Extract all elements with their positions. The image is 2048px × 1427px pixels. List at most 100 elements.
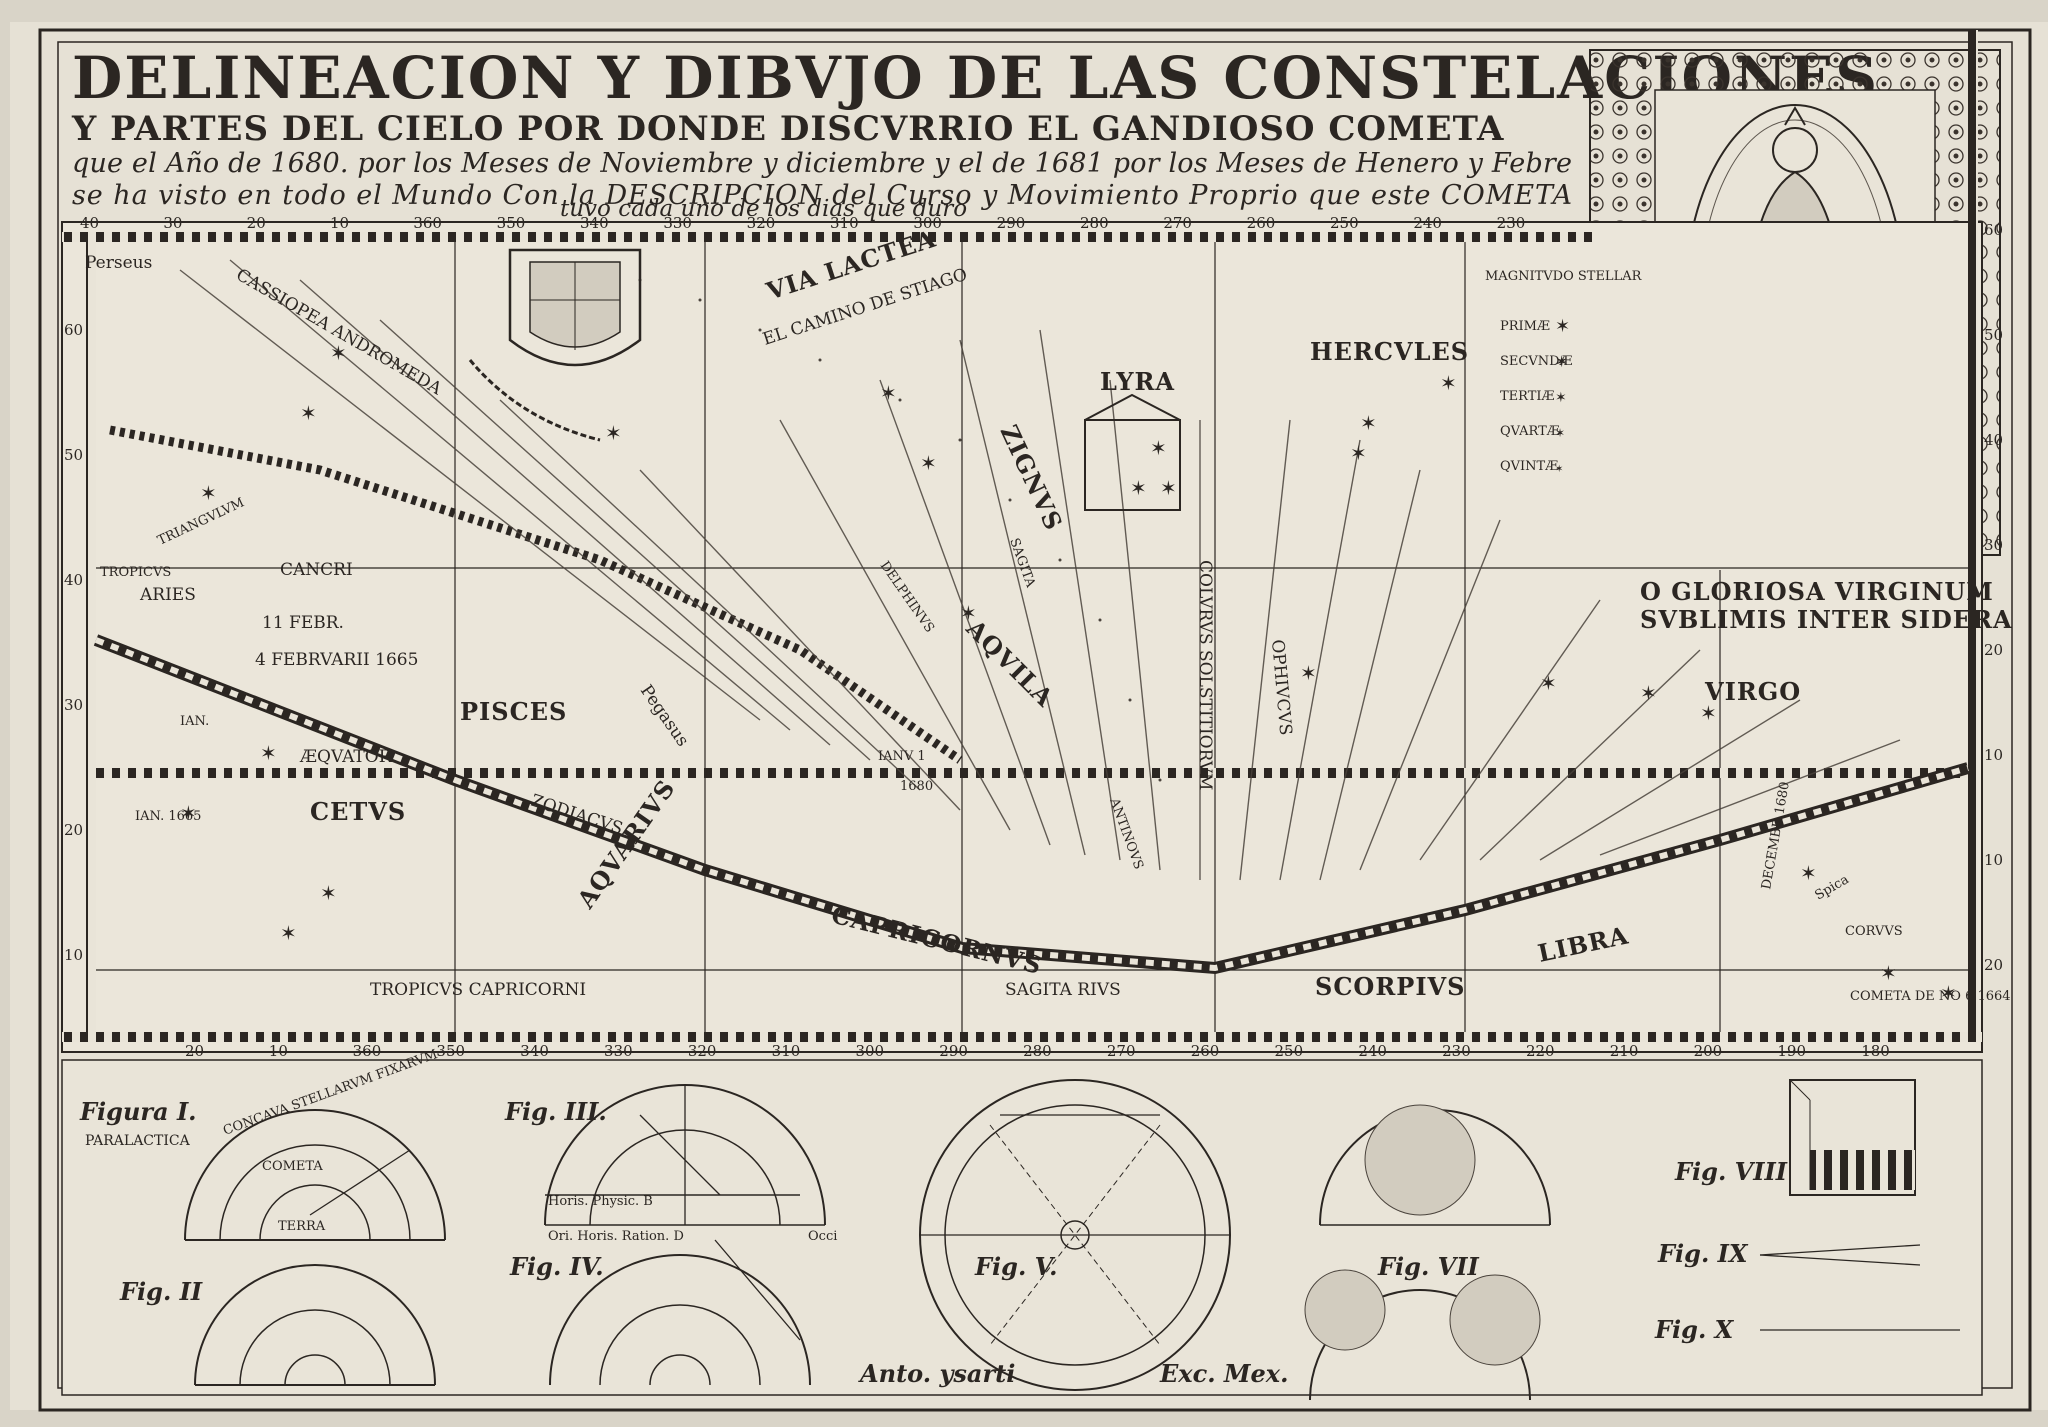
- figure-1-terra: TERRA: [278, 1219, 326, 1234]
- scale-bottom-tick-14: 240: [1358, 1042, 1387, 1060]
- magnitude-title: MAGNITVDO STELLAR: [1485, 269, 1643, 284]
- svg-text:✶: ✶: [1300, 661, 1317, 685]
- scale-top-tick-17: 230: [1497, 214, 1526, 232]
- scale-right-tick-1: 50: [1984, 326, 2003, 344]
- svg-text:✶: ✶: [1940, 981, 1957, 1005]
- title-line-1: DELINEACION Y DIBVJO DE LAS CONSTELACION…: [72, 44, 1879, 112]
- figure-4: Fig. IV.: [509, 1239, 811, 1386]
- scale-left-tick-0: 60: [64, 321, 83, 339]
- label-colurus: COLVRVS SOLSTITIORVM: [1195, 560, 1215, 790]
- star-chart: ✶✶✶ ✶✶✶ ✶✶✶ ✶✶✶ ✶✶✶ ✶✶✶ ✶✶✶ ✶✶✶ Perseus …: [61, 30, 2013, 1053]
- svg-text:✶: ✶: [200, 481, 217, 505]
- title-line-4: se ha visto en todo el Mundo Con la DESC…: [72, 180, 1572, 211]
- scale-bottom-tick-2: 360: [353, 1042, 382, 1060]
- scale-right-tick-7: 20: [1984, 956, 2003, 974]
- title-line-2: Y PARTES DEL CIELO POR DONDE DISCVRRIO E…: [71, 109, 1504, 149]
- top-scale-band: [62, 232, 1592, 242]
- scale-bottom-tick-6: 320: [688, 1042, 717, 1060]
- scale-right-tick-0: 60: [1984, 221, 2003, 239]
- scale-left-tick-5: 10: [64, 946, 83, 964]
- scale-bottom-tick-16: 220: [1526, 1042, 1555, 1060]
- label-cetus: CETVS: [310, 797, 406, 826]
- figure-3: Fig. III. Horis. Physic. B Ori. Horis. R…: [504, 1084, 837, 1244]
- figure-3-hor2: Ori. Horis. Ration. D: [548, 1229, 684, 1244]
- figure-5-label: Fig. V.: [974, 1252, 1057, 1281]
- outer-border: [38, 28, 2032, 1412]
- label-febrero-1665: 4 FEBRVARII 1665: [255, 650, 418, 670]
- svg-text:✶: ✶: [920, 451, 937, 475]
- scale-left-tick-2: 40: [64, 571, 83, 589]
- magnitude-2: SECVNDÆ: [1500, 354, 1573, 369]
- svg-text:✶: ✶: [1640, 681, 1657, 705]
- scale-bottom-tick-8: 300: [855, 1042, 884, 1060]
- label-ianu-1665: IAN. 1665: [135, 809, 201, 824]
- svg-text:✶: ✶: [1555, 390, 1567, 406]
- label-aries: ARIES: [139, 585, 196, 605]
- parallel-lines: [96, 567, 1968, 971]
- motto-line-1: O GLORIOSA VIRGINUM: [1640, 577, 1994, 606]
- scale-bottom-tick-10: 280: [1023, 1042, 1052, 1060]
- title-line-3: que el Año de 1680. por los Meses de Nov…: [72, 148, 1572, 179]
- label-tropicus: TROPICVS: [100, 565, 171, 580]
- scale-right-tick-3: 30: [1984, 536, 2003, 554]
- scale-bottom-tick-12: 260: [1191, 1042, 1220, 1060]
- scale-left-tick-3: 30: [64, 696, 83, 714]
- meridian-lines: [454, 242, 1721, 1032]
- scale-bottom-tick-20: 180: [1861, 1042, 1890, 1060]
- scale-bottom-tick-1: 10: [269, 1042, 288, 1060]
- svg-text:✶: ✶: [1555, 464, 1563, 475]
- stars: ✶✶✶ ✶✶✶ ✶✶✶ ✶✶✶ ✶✶✶ ✶✶✶ ✶✶✶ ✶✶✶: [180, 341, 1957, 1005]
- signature-engraver: Anto. ysarti: [858, 1359, 1015, 1388]
- scale-bottom-tick-4: 340: [520, 1042, 549, 1060]
- svg-text:✶: ✶: [1800, 861, 1817, 885]
- scale-top-tick-7: 330: [663, 214, 692, 232]
- label-scorpius: SCORPIVS: [1315, 972, 1466, 1001]
- figure-3-occi: Occi: [808, 1229, 837, 1244]
- label-year-1680: 1680: [900, 779, 933, 794]
- svg-text:✶: ✶: [180, 801, 197, 825]
- coat-of-arms: [508, 248, 642, 367]
- svg-text:✶: ✶: [1880, 961, 1897, 985]
- scale-bottom-tick-17: 210: [1610, 1042, 1639, 1060]
- signature-place: Exc. Mex.: [1159, 1359, 1288, 1388]
- label-sagitarius: SAGITA RIVS: [1005, 980, 1121, 1000]
- svg-text:✶: ✶: [605, 421, 622, 445]
- scale-bottom-tick-7: 310: [772, 1042, 801, 1060]
- scale-top-tick-1: 30: [163, 214, 182, 232]
- svg-text:✶: ✶: [1150, 436, 1167, 460]
- scale-right-tick-2: 40: [1984, 431, 2003, 449]
- motto-line-2: SVBLIMIS INTER SIDERA: [1640, 605, 2013, 634]
- figure-2-label: Fig. II: [119, 1277, 203, 1306]
- svg-text:✶: ✶: [1440, 371, 1457, 395]
- svg-text:✶: ✶: [1350, 441, 1367, 465]
- comet-tails: [179, 259, 1901, 881]
- scale-right-tick-5: 10: [1984, 746, 2003, 764]
- milky-way: [638, 278, 1162, 782]
- figure-7: Fig. VII: [1304, 1104, 1551, 1401]
- scale-top-tick-14: 260: [1247, 214, 1276, 232]
- label-tropicus-capricorni: TROPICVS CAPRICORNI: [370, 980, 586, 1000]
- title-line-5: tuvo cada uno de los dias que duro: [560, 196, 967, 222]
- svg-text:✶: ✶: [1555, 426, 1565, 440]
- scale-bottom-tick-5: 330: [604, 1042, 633, 1060]
- svg-text:✶: ✶: [1130, 476, 1147, 500]
- scale-top-tick-10: 300: [913, 214, 942, 232]
- scale-bottom-tick-19: 190: [1777, 1042, 1806, 1060]
- scale-top-tick-2: 20: [247, 214, 266, 232]
- scale-left-tick-4: 20: [64, 821, 83, 839]
- figure-2: Fig. II: [119, 1264, 436, 1386]
- equator-band: [96, 768, 1968, 778]
- figure-7-label: Fig. VII: [1377, 1252, 1479, 1281]
- svg-text:✶: ✶: [1700, 701, 1717, 725]
- scale-top-tick-15: 250: [1330, 214, 1359, 232]
- label-corvus: CORVVS: [1845, 924, 1903, 939]
- svg-text:✶: ✶: [1555, 352, 1568, 371]
- label-perseus: Perseus: [85, 253, 152, 273]
- right-scale-band: [1968, 30, 1978, 1032]
- magnitude-3: TERTIÆ: [1500, 389, 1555, 404]
